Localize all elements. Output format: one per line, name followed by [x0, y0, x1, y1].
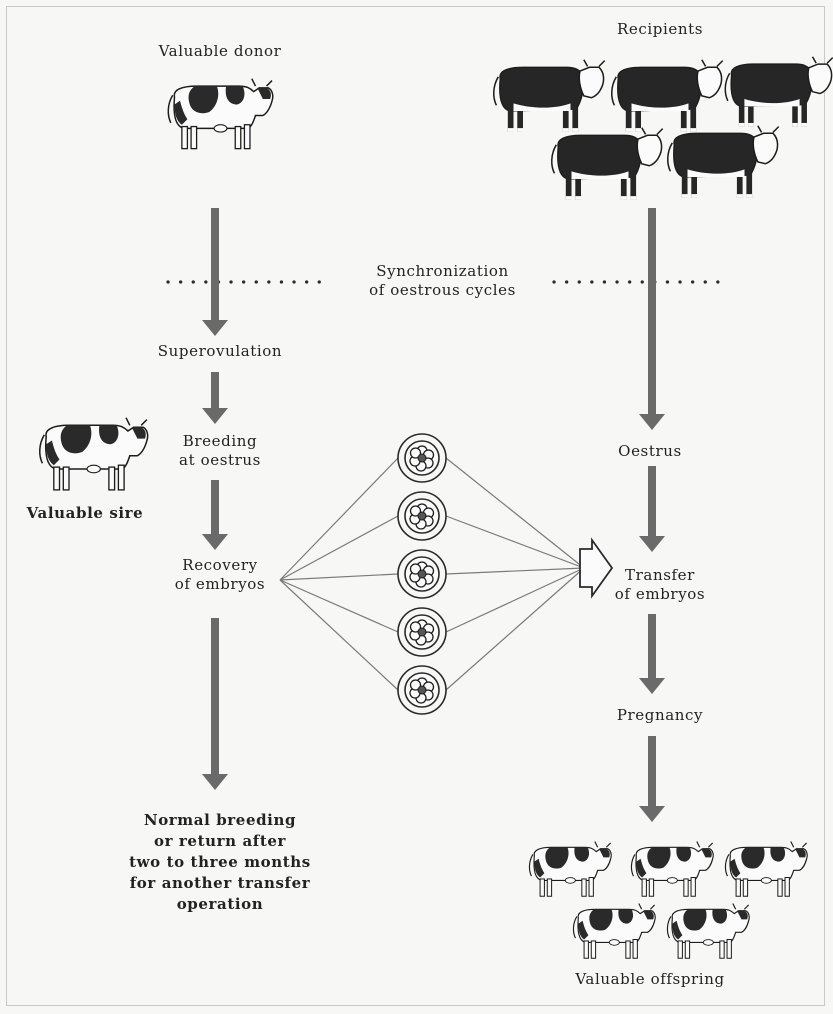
recipient-cow-5: [666, 124, 780, 199]
sire-label: Valuable sire: [26, 504, 144, 522]
embryo-connector-left: [279, 515, 399, 581]
arrow-pregnancy-to-offspring: [639, 736, 665, 822]
arrow-oestrus-to-transfer: [639, 466, 665, 552]
arrow-recovery-to-normal-breeding: [202, 618, 228, 790]
embryo-connector-left: [279, 573, 399, 581]
transfer-label: Transfer of embryos: [614, 566, 706, 603]
arrow-recipients-to-oestrus: [639, 208, 665, 430]
embryo-connector-left: [279, 579, 399, 633]
embryo-connector-right: [445, 515, 585, 569]
offspring-calf-2: [630, 840, 714, 897]
embryo-connector-right: [445, 567, 585, 691]
donor-cow-icon: [167, 77, 274, 150]
embryo-connector-right: [445, 567, 585, 575]
arrow-superovulation-to-breeding: [202, 372, 228, 424]
embryo-connector-left: [279, 457, 399, 581]
transfer-arrowhead-icon: [579, 537, 614, 599]
offspring-calf-3: [724, 840, 808, 897]
synchronization-label: Synchronization of oestrous cycles: [369, 262, 516, 299]
arrow-donor-to-superovulation: [202, 208, 228, 336]
embryo-dish-icon: [397, 607, 447, 657]
arrow-breeding-to-recovery: [202, 480, 228, 550]
recipients-label: Recipients: [616, 20, 704, 38]
normal-breeding-label: Normal breeding or return after two to t…: [129, 811, 311, 913]
breeding-label: Breeding at oestrus: [179, 432, 261, 469]
recipient-cow-2: [610, 58, 724, 133]
embryo-connector-right: [445, 567, 585, 633]
sire-bull-icon: [38, 416, 149, 491]
offspring-calf-4: [572, 902, 656, 959]
offspring-label: Valuable offspring: [575, 970, 725, 988]
recovery-label: Recovery of embryos: [174, 556, 266, 593]
recipient-cow-4: [550, 126, 664, 201]
pregnancy-label: Pregnancy: [616, 706, 704, 724]
oestrus-label: Oestrus: [618, 442, 682, 460]
recipient-cow-3: [724, 55, 833, 128]
figure-frame: [6, 6, 825, 1006]
arrow-transfer-to-pregnancy: [639, 614, 665, 694]
offspring-calf-5: [666, 902, 750, 959]
embryo-connector-right: [445, 457, 585, 569]
superovulation-label: Superovulation: [157, 342, 283, 360]
embryo-dish-icon: [397, 433, 447, 483]
offspring-calf-1: [528, 840, 612, 897]
recipient-cow-1: [492, 58, 606, 133]
embryo-dish-icon: [397, 491, 447, 541]
embryo-dish-icon: [397, 665, 447, 715]
embryo-connector-left: [279, 579, 399, 691]
donor-label: Valuable donor: [158, 42, 282, 60]
embryo-dish-icon: [397, 549, 447, 599]
